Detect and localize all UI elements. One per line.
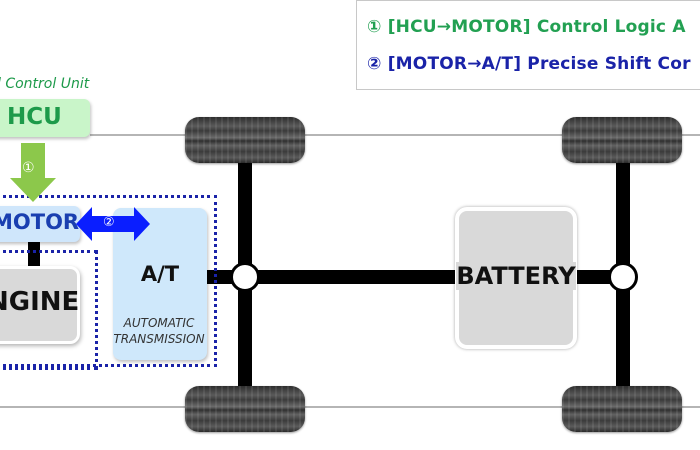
hcu-to-motor-arrow-head: [10, 178, 56, 202]
legend-item-1: ① [HCU→MOTOR] Control Logic A: [367, 17, 686, 37]
transmission-label: A/T: [140, 262, 180, 286]
engine-label: NGINE: [0, 287, 80, 317]
front-axle-line: [90, 134, 700, 136]
engine-box: [0, 266, 80, 344]
motor-engine-coupling: [28, 240, 40, 266]
powertrain-group-outline: [0, 195, 217, 367]
transmission-subtitle-line1: AUTOMATIC: [123, 316, 195, 330]
front-right-tire: [562, 117, 682, 163]
hcu-box: [0, 99, 90, 137]
hcu-to-motor-arrow-shaft: [21, 143, 45, 179]
rear-axle-line: [0, 406, 700, 408]
motor-box: [0, 206, 80, 242]
rear-left-tire: [185, 386, 305, 432]
transmission-subtitle: AUTOMATIC TRANSMISSION: [100, 315, 218, 347]
hcu-caption: d Control Unit: [0, 76, 90, 92]
right-joint: [608, 262, 638, 292]
legend-box: ① [HCU→MOTOR] Control Logic A ② [MOTOR→A…: [356, 0, 700, 90]
double-arrow-shape: [76, 207, 150, 241]
transmission-subtitle-line2: TRANSMISSION: [113, 332, 205, 346]
rear-right-tire: [562, 386, 682, 432]
arrow1-number: ①: [22, 160, 35, 176]
motor-at-double-arrow: [76, 207, 150, 241]
arrow2-number: ②: [103, 215, 115, 230]
left-joint: [230, 262, 260, 292]
battery-label: BATTERY: [456, 262, 576, 290]
front-left-tire: [185, 117, 305, 163]
engine-group-outline: [0, 250, 98, 370]
legend-item-2: ② [MOTOR→A/T] Precise Shift Cor: [367, 54, 691, 74]
hcu-label: HCU: [7, 104, 62, 130]
transmission-box: [113, 208, 207, 360]
motor-label: MOTOR: [0, 210, 80, 234]
